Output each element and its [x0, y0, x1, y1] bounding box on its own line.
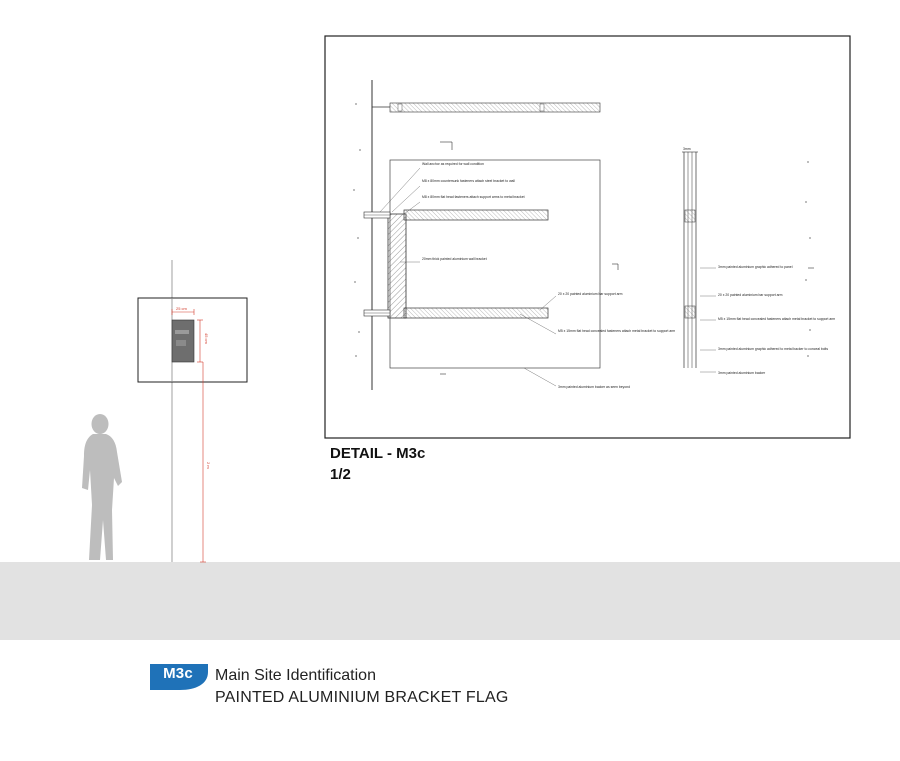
note-concealed-fasteners: M5 x 15mm flat head concealed fasteners … [558, 329, 675, 333]
note-concealed-fasteners-side: M5 x 15mm flat head concealed fasteners … [718, 317, 835, 321]
panel-height-dim: 45 cm [204, 333, 209, 345]
note-wall-anchor: Wall anchor as required for wall conditi… [422, 162, 484, 166]
sign-code-label: M3c [163, 665, 193, 682]
note-graphic-backer: 3mm painted aluminium graphic adhered to… [718, 347, 828, 351]
note-backer: 3mm painted aluminium backer [718, 371, 766, 375]
section-detail [353, 80, 619, 390]
note-countersunk-fasteners: M8 x 80mm countersunk fasteners attach s… [422, 179, 515, 183]
detail-scale: 1/2 [330, 466, 351, 483]
sign-name: Main Site Identification [215, 667, 376, 684]
sign-code-badge [150, 664, 208, 690]
elevation-view [137, 260, 248, 563]
sign-type: PAINTED ALUMINIUM BRACKET FLAG [215, 689, 509, 706]
section-thickness-dim: 3mm [683, 147, 691, 151]
note-wall-bracket: 20mm thick painted aluminium wall bracke… [422, 257, 487, 261]
human-silhouette [82, 414, 122, 560]
detail-title: DETAIL - M3c [330, 445, 426, 462]
panel-width-dim: 25 cm [176, 306, 188, 311]
note-support-arm-side: 20 x 20 painted aluminium bar support ar… [718, 293, 783, 297]
mount-height-dim: 2 m [206, 462, 211, 469]
note-graphic-panel: 3mm painted aluminium graphic adhered to… [718, 265, 793, 269]
note-flat-head-fasteners: M8 x 80mm flat head fasteners attach sup… [422, 195, 525, 199]
note-support-arm: 20 x 20 painted aluminium bar support ar… [558, 292, 623, 296]
ground-band [0, 562, 900, 640]
side-section [682, 151, 814, 373]
note-backer-beyond: 3mm painted aluminium backer as seen bey… [558, 385, 630, 389]
